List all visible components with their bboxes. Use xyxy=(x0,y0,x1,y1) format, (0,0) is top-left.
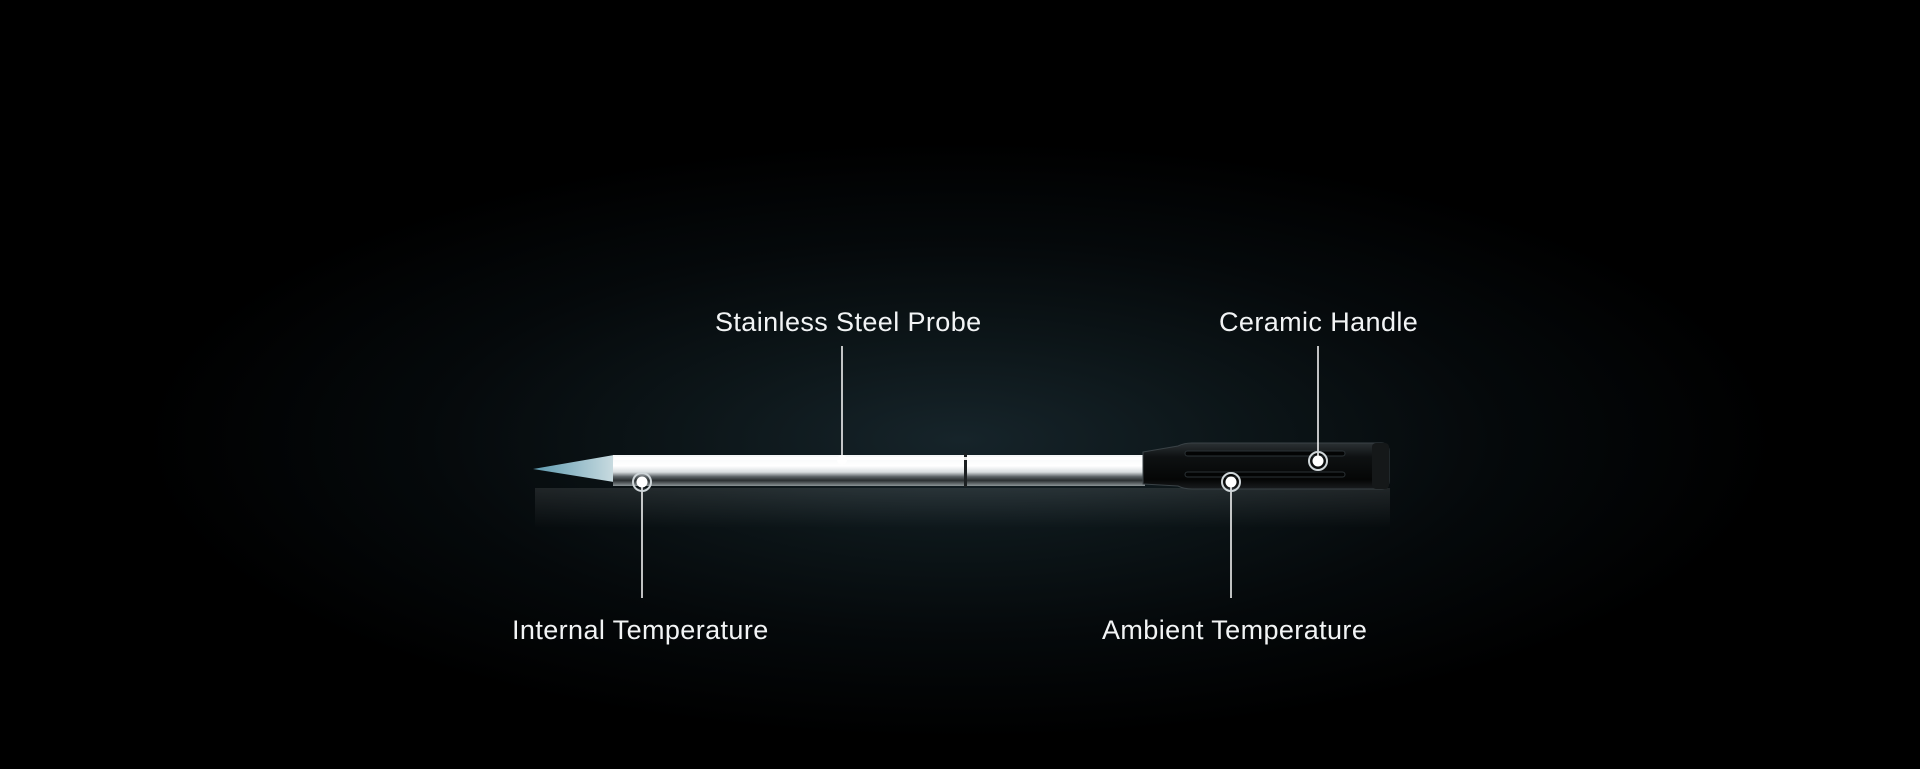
handle-end-cap xyxy=(1372,443,1389,489)
shaft-seam xyxy=(964,453,967,487)
callout-dot-internal xyxy=(632,472,652,492)
ceramic-handle-body xyxy=(1142,442,1390,490)
probe-tip xyxy=(533,455,614,482)
label-ceramic-handle: Ceramic Handle xyxy=(1219,307,1419,337)
label-stainless-steel-probe: Stainless Steel Probe xyxy=(715,307,982,337)
callout-dot-handle xyxy=(1308,451,1328,471)
label-ambient-temperature: Ambient Temperature xyxy=(1102,615,1368,645)
handle-groove-top xyxy=(1184,450,1346,457)
callout-dot-ambient xyxy=(1221,472,1241,492)
handle-groove-bottom xyxy=(1184,471,1346,478)
shaft-highlight xyxy=(614,457,1144,460)
label-internal-temperature: Internal Temperature xyxy=(512,615,769,645)
probe-reflection xyxy=(535,488,1390,528)
callout-dot-probe xyxy=(837,455,847,465)
steel-shaft xyxy=(613,455,1145,486)
